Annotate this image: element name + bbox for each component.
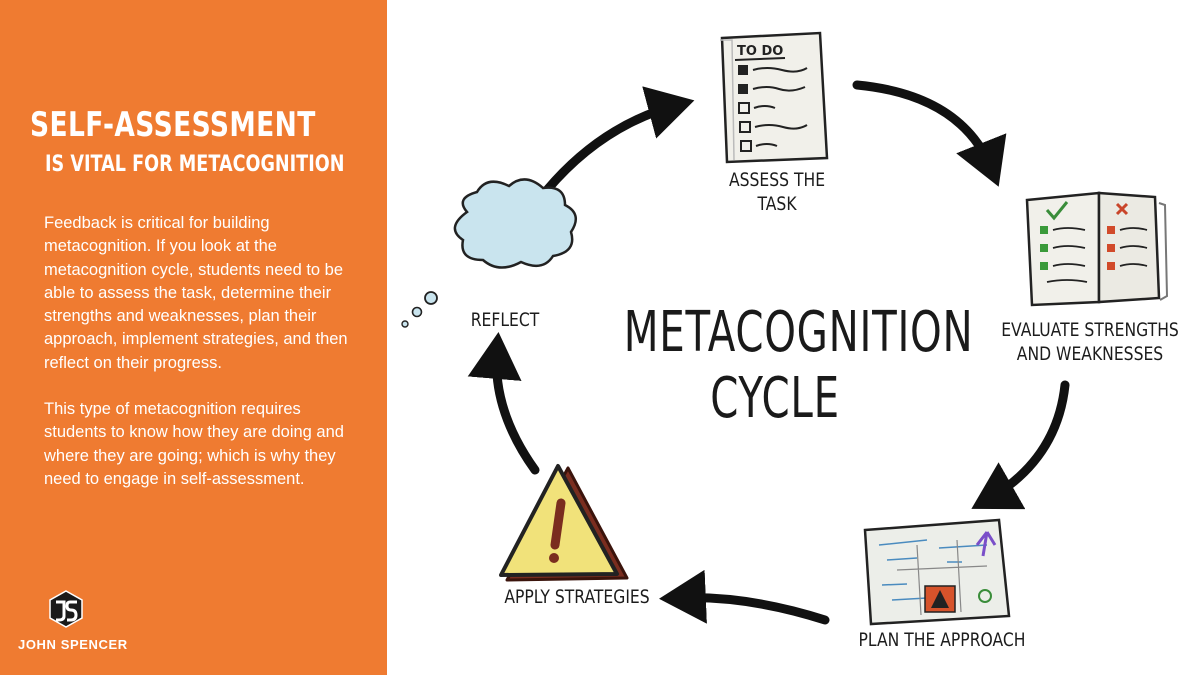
todo-list-icon: TO DO	[720, 31, 829, 164]
brand-name: JOHN SPENCER	[18, 637, 128, 652]
cycle-title-line-1: METACOGNITION	[623, 300, 974, 365]
step-assess-label: ASSESS THE TASK	[728, 169, 826, 215]
brand-logo-icon	[49, 590, 83, 628]
paragraph-2: This type of metacognition requires stud…	[44, 400, 344, 488]
warning-sign-icon	[499, 464, 629, 582]
step-reflect-label: REFLECT	[470, 309, 540, 331]
diagram-canvas: TO DO	[401, 31, 1169, 626]
thought-cloud-icon	[401, 178, 578, 328]
step-plan-label: PLAN THE APPROACH	[858, 629, 1026, 651]
panel-body: Feedback is critical for building metaco…	[44, 212, 364, 514]
panel-subtitle: IS VITAL FOR METACOGNITION	[45, 152, 345, 177]
cycle-title-line-2: CYCLE	[710, 366, 840, 431]
panel-title: SELF-ASSESSMENT	[30, 105, 316, 145]
arrow-plan-to-apply	[659, 569, 830, 625]
arrow-evaluate-to-plan	[971, 380, 1070, 510]
todo-heading: TO DO	[737, 44, 783, 59]
arrow-apply-to-reflect	[467, 332, 540, 475]
step-apply-label: APPLY STRATEGIES	[504, 586, 650, 608]
step-evaluate-label: EVALUATE STRENGTHS AND WEAKNESSES	[1001, 319, 1179, 365]
arrow-reflect-to-assess	[542, 86, 695, 195]
blueprint-map-icon	[863, 518, 1011, 626]
metacognition-diagram: TO DO	[387, 0, 1200, 675]
left-panel: SELF-ASSESSMENT IS VITAL FOR METACOGNITI…	[0, 0, 387, 675]
open-book-icon	[1025, 191, 1169, 307]
cycle-title: METACOGNITION CYCLE	[623, 300, 974, 432]
arrow-assess-to-evaluate	[852, 80, 1007, 187]
paragraph-1: Feedback is critical for building metaco…	[44, 214, 348, 372]
